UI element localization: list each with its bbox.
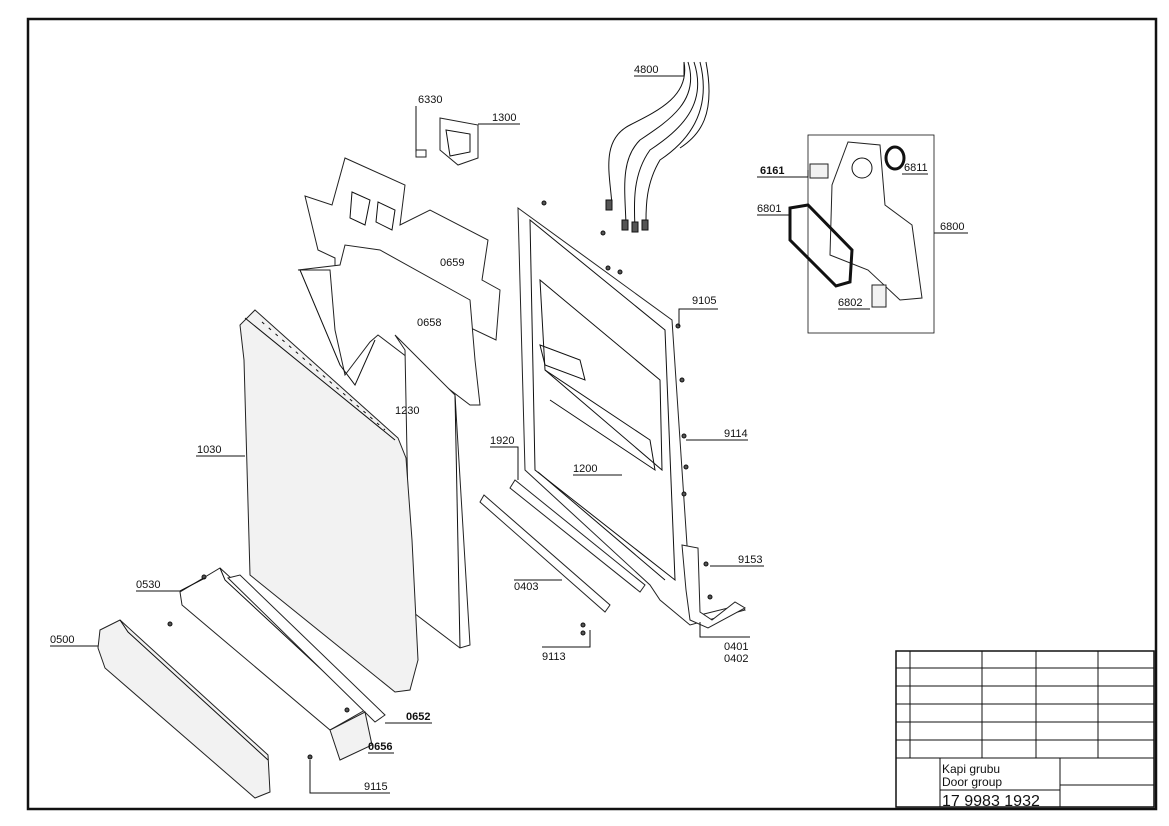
label-0403: 0403: [514, 581, 538, 593]
label-0659: 0659: [440, 257, 464, 269]
label-4800: 4800: [634, 64, 658, 76]
label-9105: 9105: [692, 295, 716, 307]
label-0656: 0656: [368, 741, 392, 753]
drawing-number: 17 9983 1932: [942, 793, 1040, 810]
sheet-border: [26, 17, 1158, 811]
title-english: Door group: [942, 775, 1002, 789]
title-block: Kapi grubu Door group 17 9983 1932: [895, 650, 1155, 810]
label-0652: 0652: [406, 711, 430, 723]
label-1230: 1230: [395, 405, 419, 417]
title-turkish: Kapi grubu: [942, 762, 1000, 776]
label-6330: 6330: [418, 94, 442, 106]
label-0401: 0401: [724, 641, 748, 653]
label-9114: 9114: [724, 428, 748, 440]
part-drawings: [97, 61, 935, 799]
label-0530: 0530: [136, 579, 160, 591]
leader-lines: [50, 62, 968, 794]
label-1920: 1920: [490, 435, 514, 447]
label-6161: 6161: [760, 165, 784, 177]
part-labels: 0500 0530 1030 1230 0658 0659 6330 1300 …: [50, 64, 964, 793]
label-6800: 6800: [940, 221, 964, 233]
label-0500: 0500: [50, 634, 74, 646]
label-6801: 6801: [757, 203, 781, 215]
label-6811: 6811: [904, 162, 928, 174]
label-0658: 0658: [417, 317, 441, 329]
label-1030: 1030: [197, 444, 221, 456]
label-1300: 1300: [492, 112, 516, 124]
label-1200: 1200: [573, 463, 597, 475]
label-9153: 9153: [738, 554, 762, 566]
label-9115: 9115: [364, 781, 388, 793]
label-6802: 6802: [838, 297, 862, 309]
label-0402: 0402: [724, 653, 748, 665]
label-9113: 9113: [542, 651, 566, 663]
